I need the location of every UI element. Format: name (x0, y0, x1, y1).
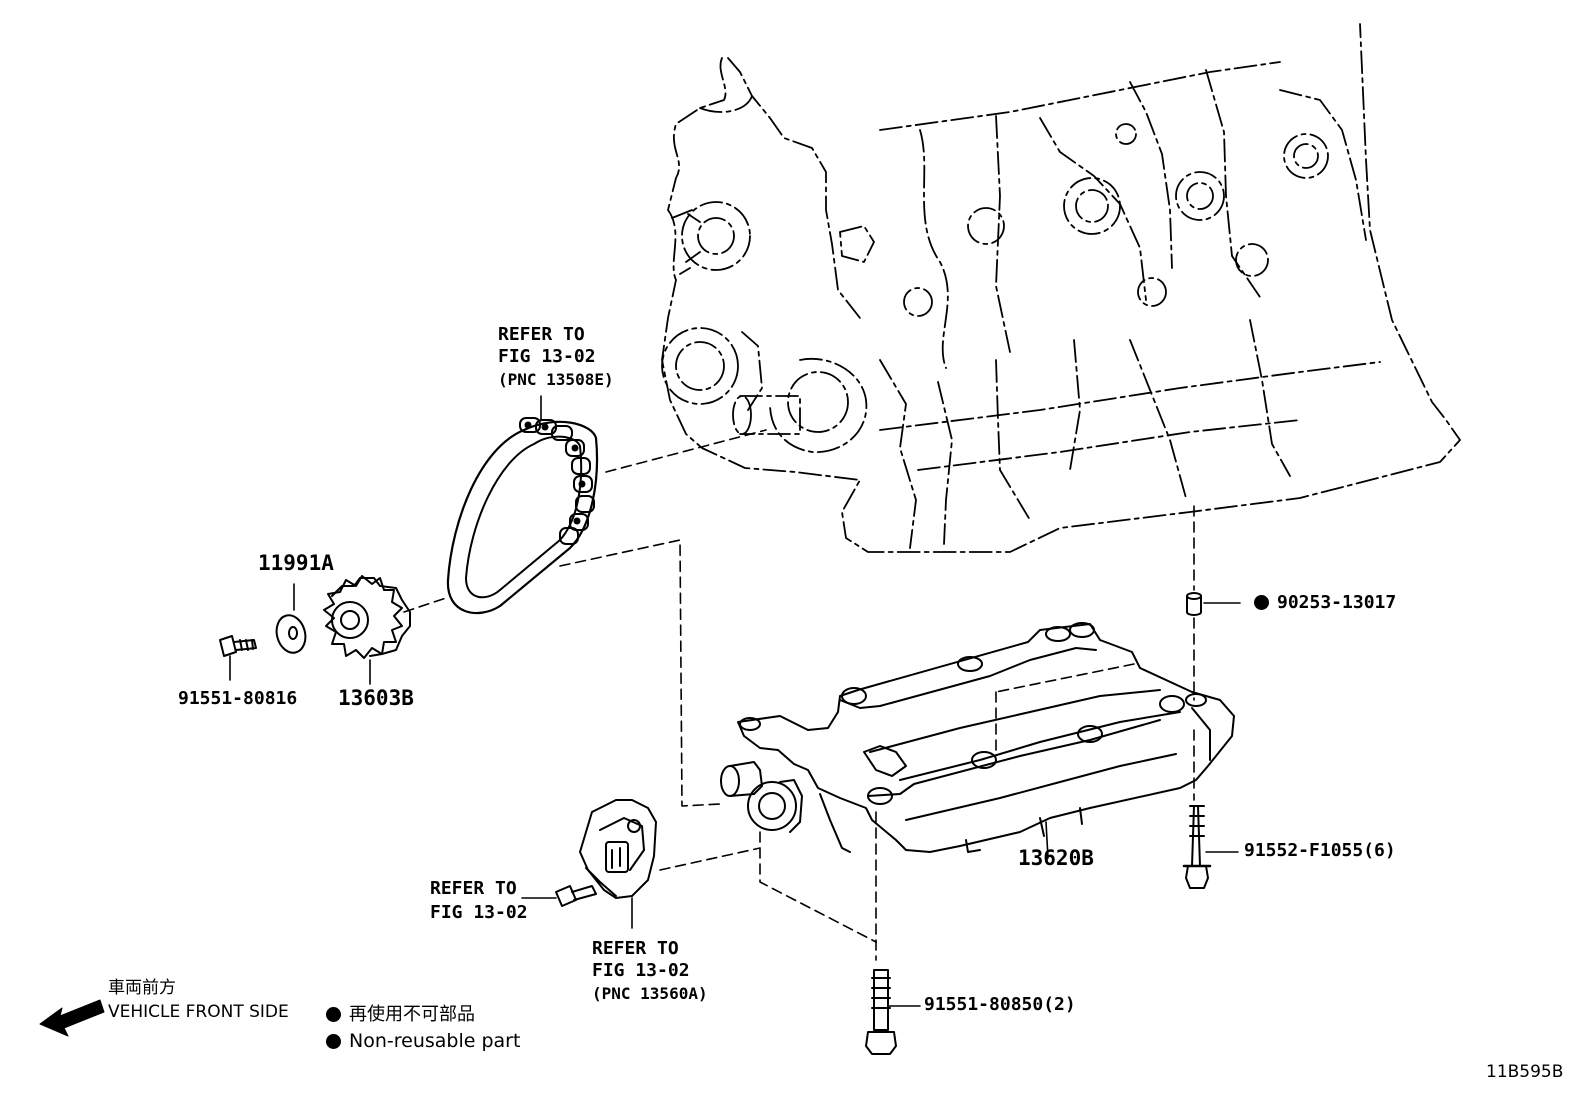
bolt-91551-80850 (865, 969, 921, 1055)
sprocket-part-number: 13603B (338, 686, 414, 710)
direction-label-jp: 車両前方 (108, 978, 176, 998)
chain-ref-line1: REFER TO (498, 324, 585, 345)
dowel-part-number: 90253-13017 (1254, 594, 1396, 612)
leader-lines (293, 395, 1049, 859)
filled-circle-icon (1254, 595, 1269, 610)
legend-nonreusable-jp-text: 再使用不可部品 (349, 1004, 475, 1025)
filled-circle-icon (326, 1007, 341, 1022)
washer-11991A (275, 614, 307, 654)
chain-ref-line2: FIG 13-02 (498, 346, 596, 367)
tensioner-ref-line2: FIG 13-02 (592, 960, 690, 981)
tensioner-bolt (521, 885, 597, 907)
dowel-90253-13017 (1186, 592, 1241, 616)
illustration-id: 11B595B (1486, 1062, 1564, 1082)
balancer-part-number: 13620B (1018, 846, 1094, 870)
chain-ref-line3: (PNC 13508E) (498, 370, 614, 389)
direction-label-en: VEHICLE FRONT SIDE (108, 1002, 289, 1022)
left-arrow-icon (39, 999, 105, 1037)
sprocket-13603B (323, 575, 411, 659)
tensioner-ref-line3: (PNC 13560A) (592, 984, 708, 1003)
bolt-ref-line1: REFER TO (430, 878, 517, 899)
filled-circle-icon (326, 1034, 341, 1049)
washer-part-number: 11991A (258, 551, 334, 575)
bolt-ref-line2: FIG 13-02 (430, 902, 528, 923)
bolt-91551-80816 (219, 635, 257, 681)
legend-nonreusable-en: Non-reusable part (326, 1032, 520, 1051)
bolt-91552-F1055 (1182, 805, 1239, 889)
legend-nonreusable-en-text: Non-reusable part (349, 1030, 521, 1052)
bolt-right-part-number: 91552-F1055(6) (1244, 840, 1396, 861)
alignment-lines (403, 429, 1195, 961)
bolt-bottom-part-number: 91551-80850(2) (924, 994, 1076, 1015)
bolt-left-part-number: 91551-80816 (178, 688, 298, 709)
chain-tensioner (579, 799, 657, 929)
engine-block (661, 23, 1461, 553)
dowel-part-number-text: 90253-13017 (1277, 592, 1397, 613)
balance-shaft-housing-13620B (720, 622, 1235, 853)
legend-nonreusable-jp: 再使用不可部品 (326, 1006, 475, 1024)
tensioner-ref-line1: REFER TO (592, 938, 679, 959)
balance-shaft-chain (446, 417, 599, 615)
